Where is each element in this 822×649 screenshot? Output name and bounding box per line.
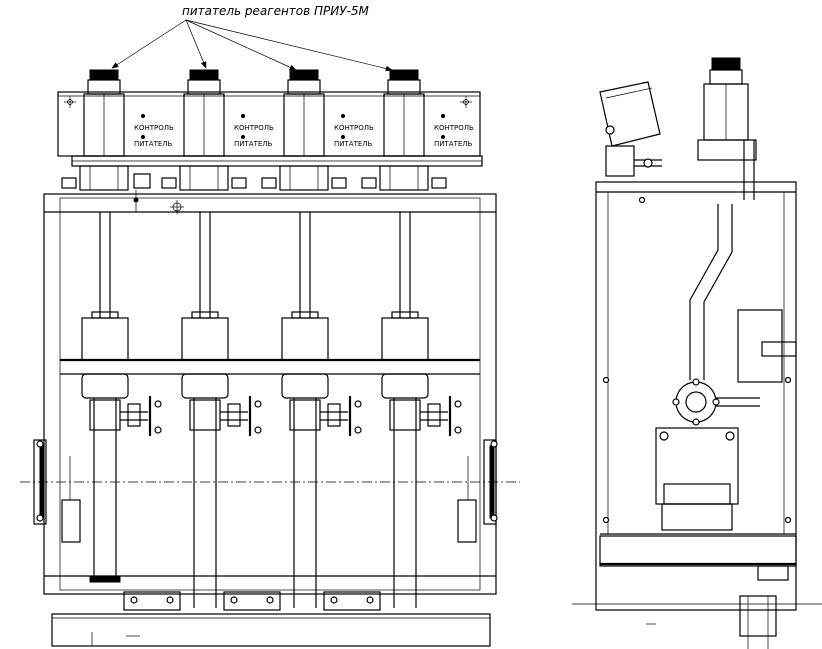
svg-text:ПИТАТЕЛЬ: ПИТАТЕЛЬ — [334, 140, 373, 148]
feeder-unit-2: КОНТРОЛЬ ПИТАТЕЛЬ — [179, 69, 274, 191]
svg-text:ПИТАТЕЛЬ: ПИТАТЕЛЬ — [134, 140, 173, 148]
housing-bolt-left — [64, 96, 76, 108]
pump-wheel — [672, 378, 760, 426]
feeder-unit-1: КОНТРОЛЬ ПИТАТЕЛЬ — [79, 69, 174, 191]
svg-text:ПИТАТЕЛЬ: ПИТАТЕЛЬ — [434, 140, 473, 148]
front-base — [51, 575, 491, 647]
valve-top — [133, 190, 184, 214]
columns — [81, 212, 429, 608]
valve-row — [89, 396, 462, 436]
tank — [737, 309, 783, 383]
side-frame — [595, 181, 797, 611]
svg-text:КОНТРОЛЬ: КОНТРОЛЬ — [134, 124, 174, 132]
svg-text:ПИТАТЕЛЬ: ПИТАТЕЛЬ — [234, 140, 273, 148]
control-box — [599, 81, 662, 177]
annotation-title: питатель реагентов ПРИУ-5М — [182, 4, 370, 18]
clip-row — [61, 173, 447, 189]
feeder-unit-3: КОНТРОЛЬ ПИТАТЕЛЬ — [279, 69, 374, 191]
annotation-leaders — [111, 19, 393, 72]
svg-text:КОНТРОЛЬ: КОНТРОЛЬ — [434, 124, 474, 132]
feeder-unit-4: КОНТРОЛЬ ПИТАТЕЛЬ — [379, 69, 474, 191]
svg-text:КОНТРОЛЬ: КОНТРОЛЬ — [334, 124, 374, 132]
housing-bolt-right — [460, 96, 472, 108]
side-flange-right — [457, 439, 498, 543]
svg-text:КОНТРОЛЬ: КОНТРОЛЬ — [234, 124, 274, 132]
motor — [655, 427, 739, 531]
front-view: КОНТРОЛЬ ПИТАТЕЛЬ КОНТРОЛЬ ПИТАТЕЛЬ КОНТ… — [20, 69, 520, 647]
main-frame — [43, 193, 497, 595]
side-flange-left — [33, 439, 81, 543]
side-view — [572, 57, 822, 649]
